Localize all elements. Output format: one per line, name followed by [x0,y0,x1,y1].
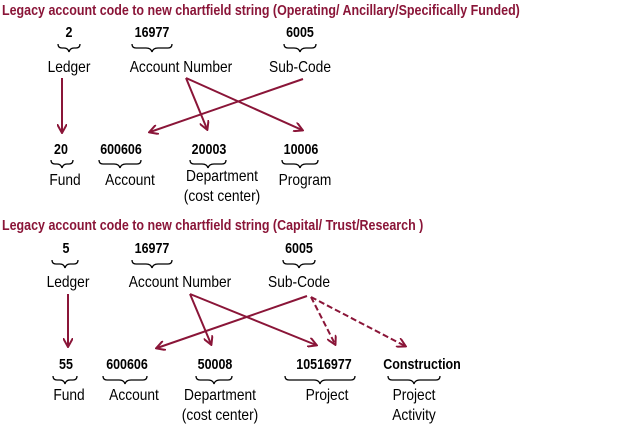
d2-account-label: Account [109,387,159,404]
d2-project-value: 10516977 [296,357,352,373]
d1-fund-label: Fund [49,172,81,189]
d2-project-label: Project [305,387,349,404]
d1-department-sublabel: (cost center) [183,188,261,205]
arrow-subcode-to-account [150,78,304,132]
brace-icon [195,375,233,385]
d2-subcode-label: Sub-Code [268,274,330,291]
d2-account-number-label: Account Number [128,274,232,291]
d1-program-value: 10006 [283,142,319,158]
arrow-subcode-to-construction-dashed [310,296,405,346]
d2-construction-value: Construction [383,357,461,373]
diagram1-title: Legacy account code to new chartfield st… [2,3,520,19]
d1-fund-value: 20 [54,142,68,158]
arrow-account-to-project [189,293,316,345]
d1-account-number-label: Account Number [129,59,233,76]
diagram2-title: Legacy account code to new chartfield st… [2,218,424,234]
d2-department-sublabel: (cost center) [181,407,259,424]
d1-subcode-value: 6005 [286,25,314,41]
d1-account-label: Account [105,172,155,189]
brace-icon [131,259,173,269]
d1-department-value: 20003 [191,142,227,158]
d2-project-activity-label: Project [392,387,436,404]
d1-department-label: Department [186,168,258,185]
d2-subcode-value: 6005 [285,241,313,257]
brace-icon [50,159,74,169]
d2-project-activity-sublabel: Activity [392,407,436,424]
d1-program-label: Program [278,172,332,189]
brace-icon [98,159,142,169]
brace-icon [281,159,319,169]
d2-fund-label: Fund [53,387,85,404]
brace-icon [282,259,316,269]
d2-ledger-label: Ledger [46,274,90,291]
d2-account-number-value: 16977 [134,241,170,257]
arrow-account-to-department [185,77,207,129]
brace-icon [283,43,317,53]
d1-account-value: 600606 [100,142,142,158]
d1-ledger-value: 2 [65,25,73,41]
brace-icon [102,375,148,385]
d2-department-label: Department [184,387,256,404]
d2-department-value: 50008 [197,357,233,373]
arrow-subcode-to-account [157,295,308,348]
d1-subcode-label: Sub-Code [269,59,331,76]
d1-ledger-label: Ledger [47,59,91,76]
d1-account-number-value: 16977 [134,25,170,41]
arrow-account-to-department [189,293,211,344]
d2-fund-value: 55 [59,357,73,373]
d2-ledger-value: 5 [62,241,70,257]
brace-icon [189,159,227,169]
brace-icon [387,375,441,385]
brace-icon [57,43,81,53]
d2-account-value: 600606 [106,357,148,373]
brace-icon [131,43,173,53]
brace-icon [284,375,356,385]
brace-icon [52,375,78,385]
brace-icon [51,259,79,269]
arrow-account-to-program [185,77,302,130]
